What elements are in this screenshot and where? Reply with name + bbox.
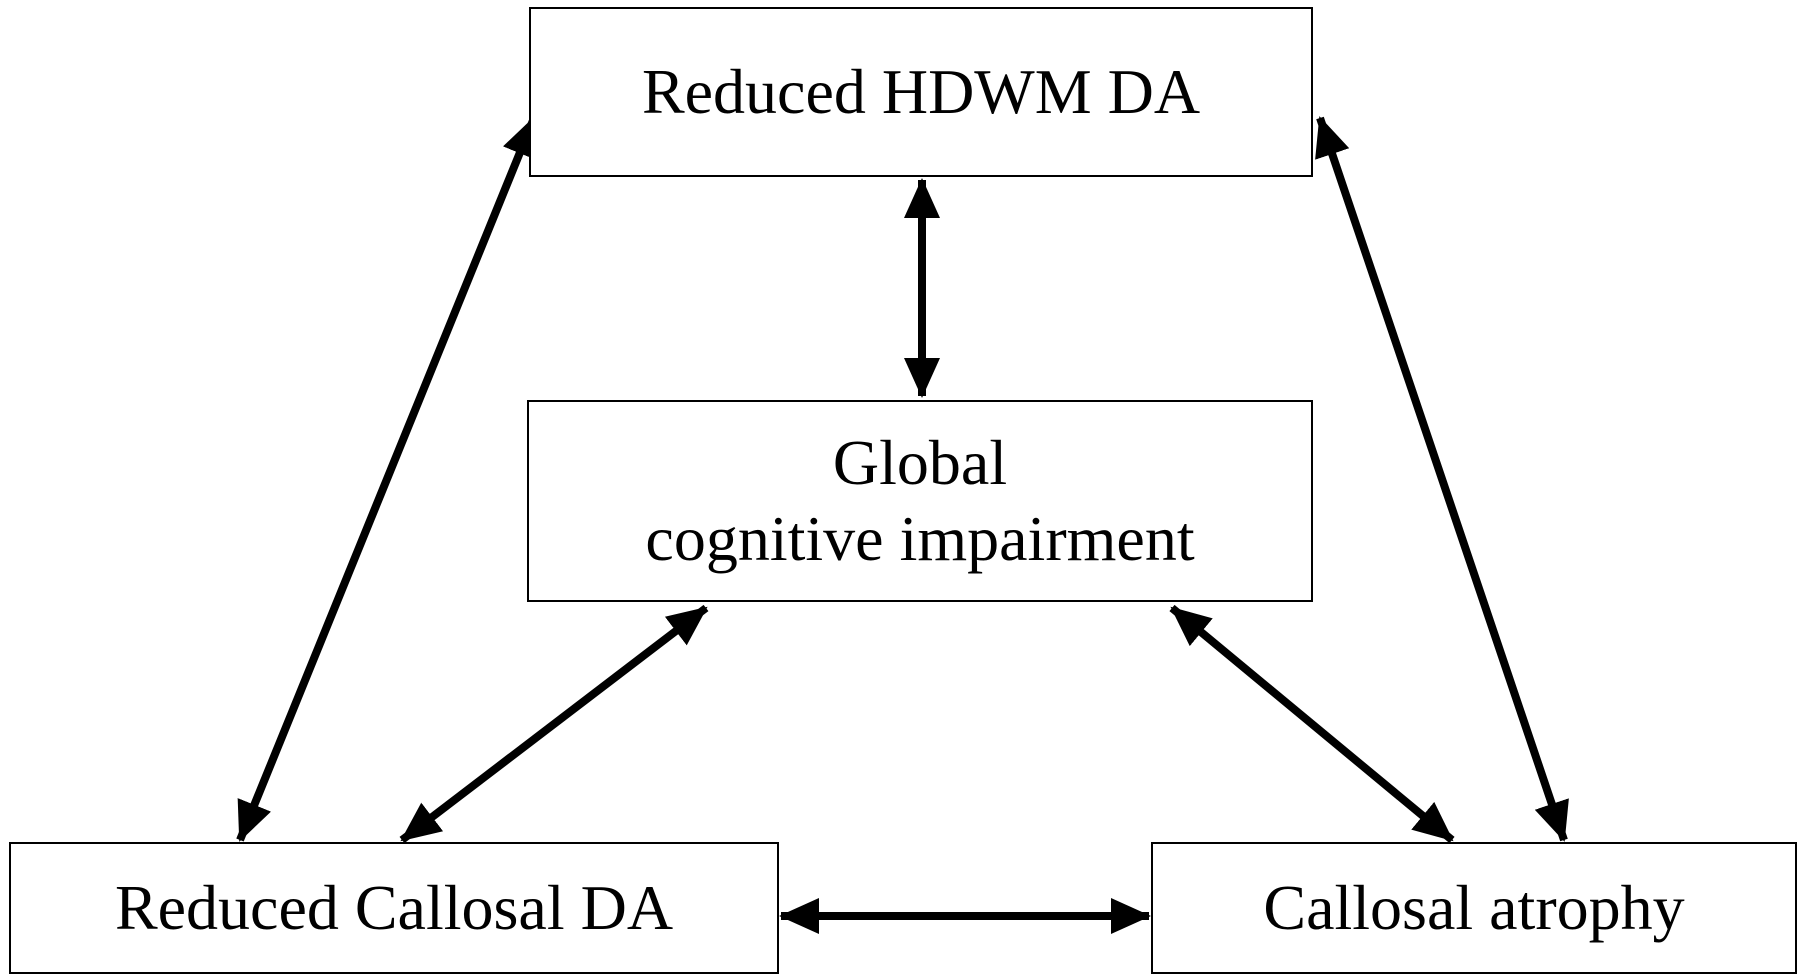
node-center-line2: cognitive impairment [645, 503, 1195, 574]
node-callosal-atrophy: Callosal atrophy [1151, 842, 1797, 974]
node-right-label: Callosal atrophy [1263, 872, 1685, 944]
node-top-label: Reduced HDWM DA [641, 56, 1201, 128]
node-global-cognitive-impairment: Global cognitive impairment [527, 400, 1313, 602]
arrow-center-right [1169, 604, 1455, 844]
arrow-top-left [236, 116, 538, 842]
node-left-label: Reduced Callosal DA [114, 872, 674, 944]
node-reduced-callosal-da: Reduced Callosal DA [9, 842, 779, 974]
node-center-line1: Global [832, 427, 1008, 499]
arrow-center-left [399, 604, 709, 844]
node-reduced-hdwm-da: Reduced HDWM DA [529, 7, 1313, 177]
arrow-top-right [1315, 116, 1569, 842]
